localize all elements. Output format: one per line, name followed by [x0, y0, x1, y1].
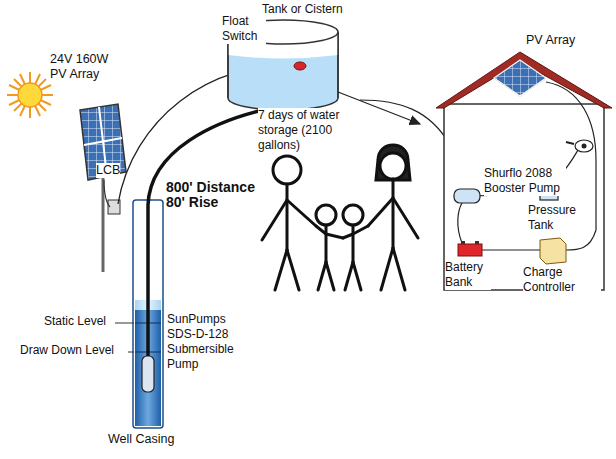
family — [262, 145, 418, 290]
pv-panel — [80, 104, 126, 272]
label: Static Level — [44, 314, 106, 329]
label: 7 days of water storage (2100 gallons) — [258, 108, 370, 153]
label: Charge Controller — [523, 265, 601, 295]
label: Draw Down Level — [20, 343, 114, 358]
label: Battery Bank — [445, 260, 491, 290]
battery — [458, 241, 482, 256]
leader-line — [115, 323, 134, 324]
label: SunPumps SDS-D-128 Submersible Pump — [167, 312, 249, 372]
faucet — [566, 140, 593, 152]
label: Tank or Cistern — [262, 2, 343, 17]
label: 24V 160W PV Array — [50, 52, 122, 82]
label: 800' Distance 80' Rise — [166, 180, 266, 210]
house — [436, 52, 612, 290]
label: Shurflo 2088 Booster Pump — [484, 166, 566, 196]
label: PV Array — [526, 33, 575, 48]
house-wiring — [458, 82, 596, 250]
charge-controller — [540, 238, 566, 264]
sun — [7, 72, 53, 118]
leader-line — [128, 352, 134, 353]
booster-pump — [454, 189, 480, 203]
label: LCB — [96, 163, 120, 178]
label: Pressure Tank — [528, 203, 586, 233]
wire — [104, 180, 110, 207]
label: Well Casing — [108, 432, 174, 447]
label: Float Switch — [222, 14, 266, 44]
